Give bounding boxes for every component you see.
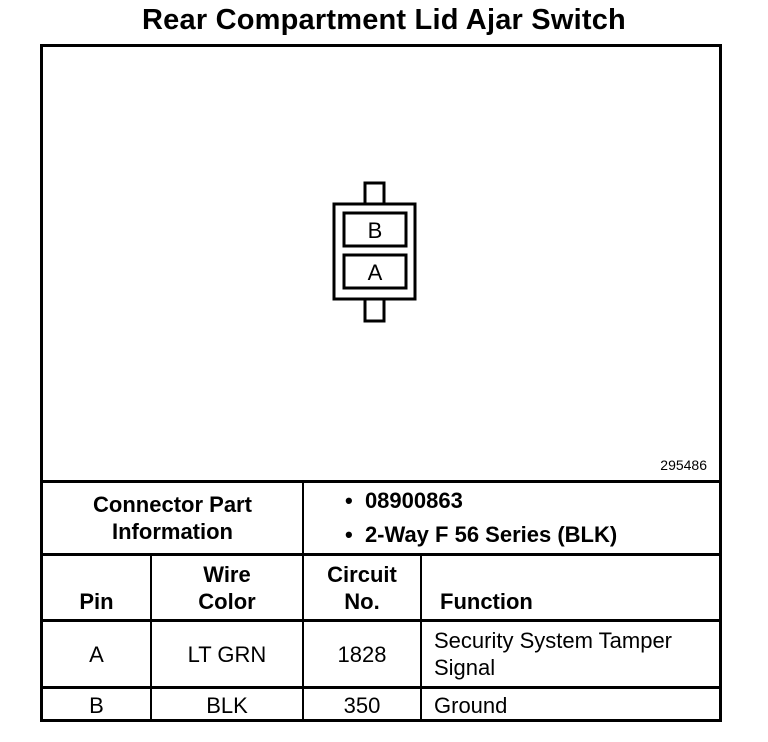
divider-col-info (302, 482, 304, 619)
header-pin: Pin (79, 589, 114, 614)
table-row-a-function: Security System Tamper Signal (434, 628, 673, 680)
connector-illustration: B A (332, 181, 417, 323)
cavity-a (342, 253, 408, 290)
table-row-a-circuit: 1828 (337, 641, 387, 667)
table-row-b-wire-color: BLK (206, 693, 248, 718)
connector-info-label-line2: Information (112, 519, 233, 544)
connector-description: • 2-Way F 56 Series (BLK) (345, 522, 618, 547)
header-wire-color: Wire Color (198, 562, 256, 614)
header-circuit-no: Circuit No. (327, 562, 397, 614)
bullet-icon: • (345, 488, 365, 513)
table-row-a-wire-color: LT GRN (187, 641, 267, 667)
connector-info-label: Connector Part Information (43, 483, 302, 553)
page-title: Rear Compartment Lid Ajar Switch (142, 4, 626, 36)
divider-col-wire (302, 619, 304, 722)
divider-row-a (43, 686, 719, 689)
divider-col-circuit (420, 555, 422, 722)
cavity-label-b: B (368, 218, 383, 243)
connector-bottom-latch (363, 295, 386, 323)
connector-top-latch (363, 181, 386, 207)
divider-diagram (43, 480, 719, 483)
connector-part-number: • 08900863 (345, 488, 463, 513)
divider-connector-info (43, 553, 719, 556)
cavity-label-a: A (368, 260, 383, 285)
table-row-b-pin: B (89, 693, 104, 718)
table-row-b-function: Ground (434, 693, 508, 718)
connector-frame: B A 295486 Connector Part Information • … (40, 44, 722, 722)
connector-info-label-line1: Connector Part (93, 492, 252, 517)
bullet-icon: • (345, 522, 365, 547)
cavity-b (342, 211, 408, 248)
connector-info-values: • 08900863 • 2-Way F 56 Series (BLK) (305, 483, 719, 553)
figure-id: 295486 (660, 457, 707, 473)
connector-diagram: B A 295486 (43, 47, 719, 481)
divider-col-pin (150, 555, 152, 722)
table-row-b-circuit: 350 (343, 693, 381, 718)
header-function: Function (440, 589, 533, 614)
table-row-a-pin: A (89, 641, 104, 667)
divider-header (43, 619, 719, 622)
